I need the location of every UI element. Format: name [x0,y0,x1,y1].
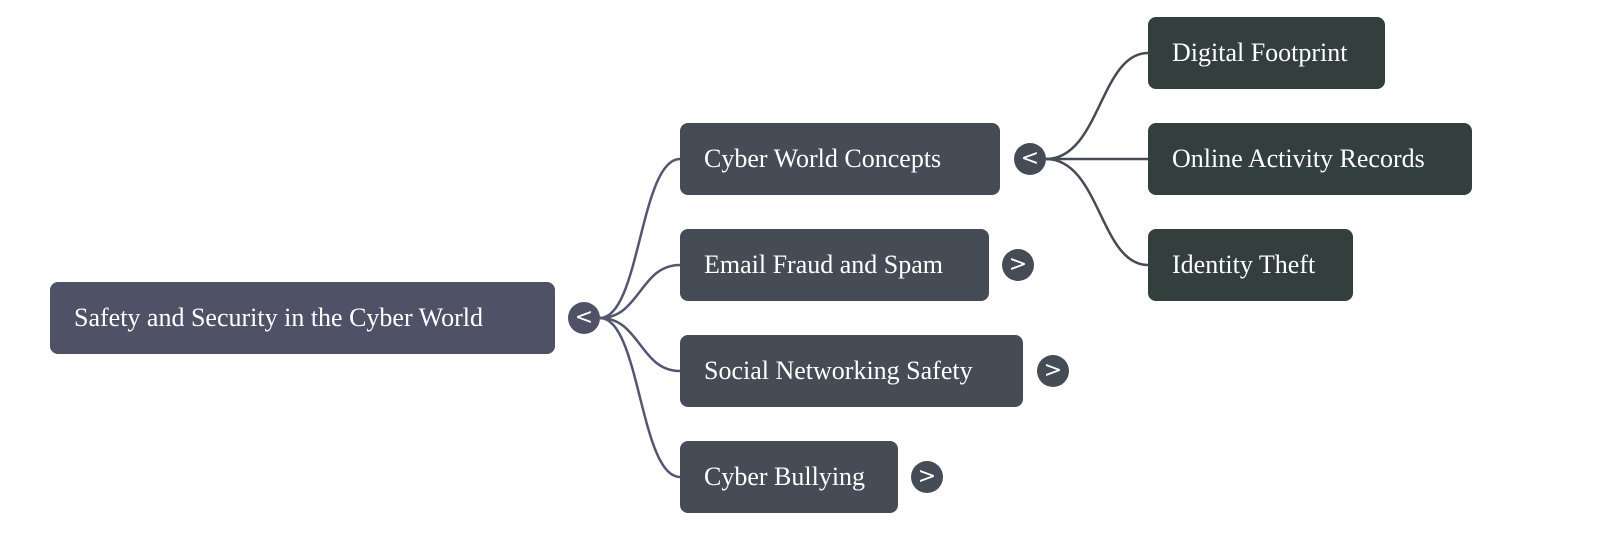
expand-email-fraud-toggle[interactable]: > [1002,249,1034,281]
node-cyber-world-concepts[interactable]: Cyber World Concepts [680,123,1000,195]
collapse-cyber-world-concepts-toggle[interactable]: < [1014,143,1046,175]
link-root-to-social-networking [599,316,681,373]
node-email-fraud-and-spam[interactable]: Email Fraud and Spam [680,229,989,301]
link-concepts-to-identity-theft [1045,157,1149,267]
root-node[interactable]: Safety and Security in the Cyber World [50,282,555,354]
node-online-activity-records[interactable]: Online Activity Records [1148,123,1472,195]
link-concepts-to-digital-footprint [1045,51,1149,161]
node-identity-theft[interactable]: Identity Theft [1148,229,1353,301]
expand-social-networking-toggle[interactable]: > [1037,355,1069,387]
link-root-to-cyber-bullying [599,316,681,479]
node-cyber-bullying[interactable]: Cyber Bullying [680,441,898,513]
collapse-root-toggle[interactable]: < [568,302,600,334]
link-root-to-cyber-world-concepts [599,157,681,320]
link-root-to-email-fraud [599,263,681,320]
node-digital-footprint[interactable]: Digital Footprint [1148,17,1385,89]
expand-cyber-bullying-toggle[interactable]: > [911,461,943,493]
node-social-networking-safety[interactable]: Social Networking Safety [680,335,1023,407]
